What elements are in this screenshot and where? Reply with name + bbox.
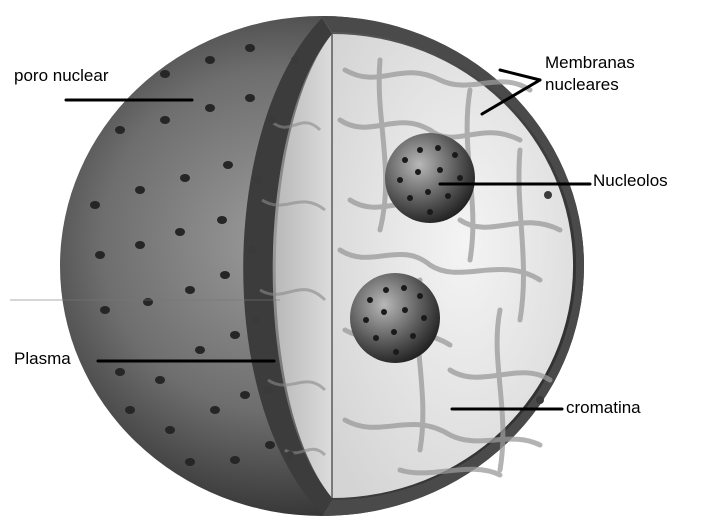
label-plasma: Plasma bbox=[14, 349, 71, 369]
label-nucleolos: Nucleolos bbox=[593, 171, 668, 191]
label-membranas-line2: nucleares bbox=[545, 74, 635, 96]
membranas-leader-upper bbox=[500, 70, 540, 80]
nucleolus-lower bbox=[350, 273, 440, 363]
nucleolus-upper bbox=[385, 133, 475, 223]
label-poro-nuclear: poro nuclear bbox=[14, 66, 109, 86]
label-membranas-nucleares: Membranas nucleares bbox=[545, 52, 635, 96]
label-cromatina: cromatina bbox=[566, 398, 641, 418]
label-membranas-line1: Membranas bbox=[545, 52, 635, 74]
